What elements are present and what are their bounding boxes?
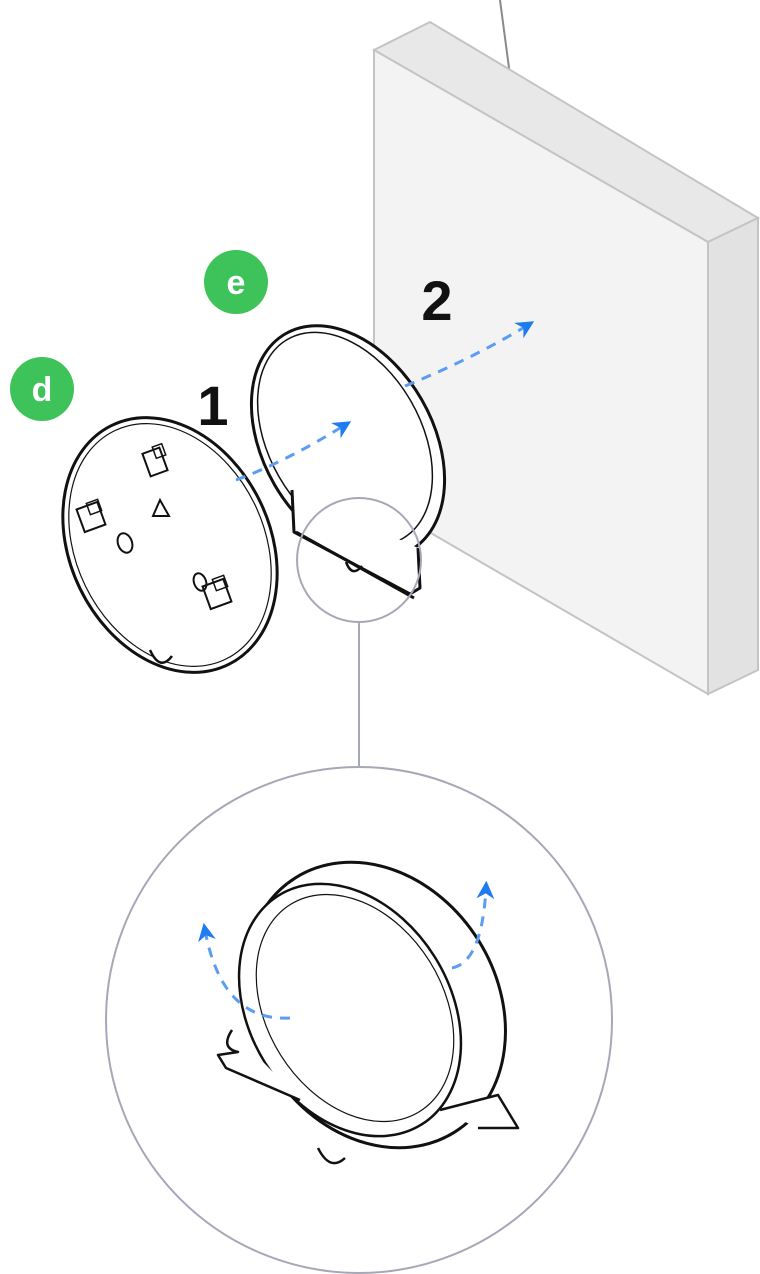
mounting-plate-icon [61,416,279,674]
device-cover-icon [249,324,447,600]
wall-icon [371,20,760,696]
callout-badge-e: e [204,250,268,314]
step-label-1: 1 [197,374,228,437]
callout-label-e: e [227,264,246,302]
zoom-arrow-right [451,880,495,970]
callout-badge-d: d [10,357,74,421]
zoom-arrow-left [198,922,291,1020]
zoomed-cover-detail [216,860,520,1165]
step-label-2: 2 [421,269,452,332]
callout-label-d: d [32,371,53,409]
arrow-step-1 [235,421,352,482]
